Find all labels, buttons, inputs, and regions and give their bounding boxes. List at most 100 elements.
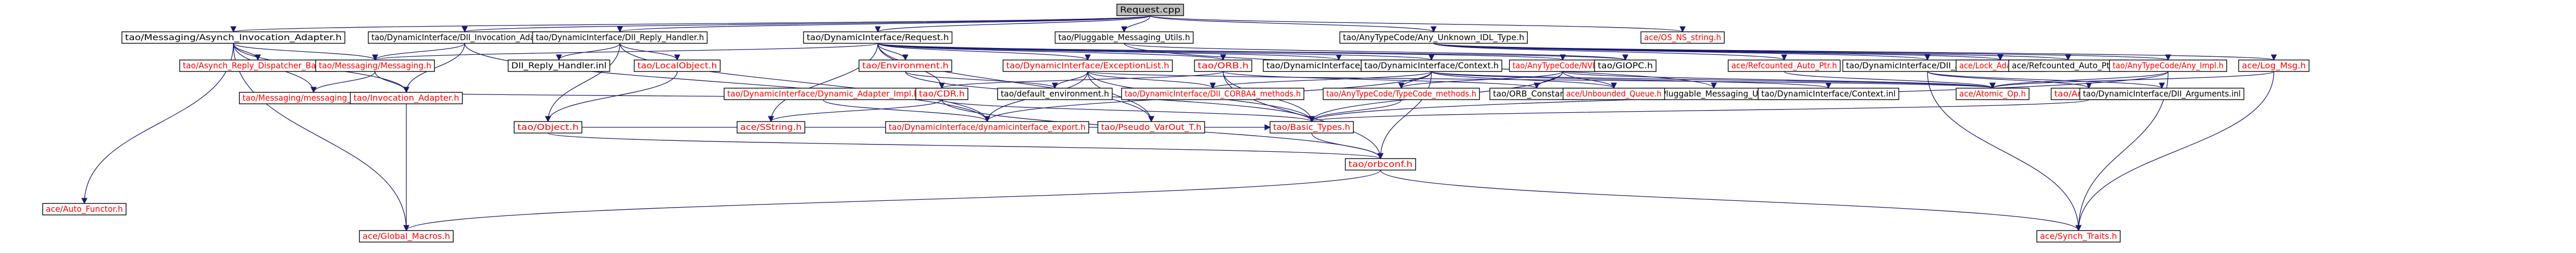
node-dynamic_adapter_impl[interactable]: tao/DynamicInterface/Dynamic_Adapter_Imp… (724, 88, 923, 100)
node-log_msg[interactable]: ace/Log_Msg.h (2238, 59, 2310, 72)
node-box[interactable] (1270, 121, 1354, 134)
node-typecode_methods[interactable]: tao/AnyTypeCode/TypeCode_methods.h (1323, 88, 1480, 100)
node-label: tao/orbconf.h (1349, 159, 1413, 169)
edge-context_h-to-atomic_op (1431, 71, 1996, 89)
node-box[interactable] (1361, 59, 1502, 72)
edge-object_h-to-orbconf (547, 132, 1384, 160)
node-label: tao/Environment.h (862, 61, 949, 70)
node-box[interactable] (315, 59, 435, 72)
node-dii_adapter[interactable]: tao/DynamicInterface/DII_Invocation_Adap… (368, 31, 562, 44)
node-dyn_export[interactable]: tao/DynamicInterface/dynamicinterface_ex… (885, 121, 1089, 134)
node-box[interactable] (532, 31, 708, 44)
edge-request_cpp-to-request_h (875, 15, 1151, 33)
node-asynch_reply_base[interactable]: tao/Asynch_Reply_Dispatcher_Base.h (179, 59, 337, 72)
node-box[interactable] (1640, 31, 1725, 44)
node-local_object[interactable]: tao/LocalObject.h (633, 59, 721, 72)
node-synch_traits[interactable]: ace/Synch_Traits.h (2036, 230, 2121, 243)
node-box[interactable] (885, 121, 1089, 134)
node-box[interactable] (2079, 88, 2245, 100)
node-box[interactable] (1727, 59, 1841, 72)
node-box[interactable] (1323, 88, 1480, 100)
node-label: tao/Messaging/Asynch_Invocation_Adapter.… (125, 32, 342, 43)
node-exception_list[interactable]: tao/DynamicInterface/ExceptionList.h (1002, 59, 1173, 72)
edge-basic_types-to-orbconf (1311, 132, 1384, 160)
node-invocation_adapter[interactable]: tao/Invocation_Adapter.h (350, 92, 463, 104)
node-box[interactable] (42, 203, 127, 215)
edge-cdr_h-to-sstring (768, 99, 942, 123)
node-orbconf[interactable]: tao/orbconf.h (1345, 158, 1416, 171)
node-box[interactable] (1116, 4, 1184, 16)
edge-typecode_methods-to-basic_types (1309, 99, 1402, 123)
node-giop_h[interactable]: tao/GIOPC.h (1594, 59, 1657, 72)
node-environment_h[interactable]: tao/Environment.h (858, 59, 952, 72)
node-box[interactable] (1054, 31, 1194, 44)
node-label: tao/Pluggable_Messaging_Utils.h (1059, 32, 1190, 43)
node-box[interactable] (350, 92, 463, 104)
node-label: tao/GIOPC.h (1598, 61, 1653, 70)
node-unbounded_queue[interactable]: ace/Unbounded_Queue.h (1562, 88, 1665, 100)
edge-exception_list-to-atomic_op (1087, 71, 1995, 89)
node-default_env[interactable]: tao/default_environment.h (997, 88, 1113, 100)
node-async_adapter[interactable]: tao/Messaging/Asynch_Invocation_Adapter.… (121, 31, 345, 44)
node-box[interactable] (1562, 88, 1665, 100)
node-context_inl[interactable]: tao/DynamicInterface/Context.inl (1758, 88, 1899, 100)
node-box[interactable] (1097, 121, 1205, 134)
node-box[interactable] (2238, 59, 2310, 72)
node-dii_arguments_inl[interactable]: tao/DynamicInterface/DII_Arguments.inl (2079, 88, 2245, 100)
node-label: ace/Refcounted_Auto_Ptr.inl (2012, 61, 2124, 71)
node-os_ns_string[interactable]: ace/OS_NS_string.h (1640, 31, 1725, 44)
node-box[interactable] (1121, 88, 1304, 100)
node-atomic_op[interactable]: ace/Atomic_Op.h (1956, 88, 2030, 100)
node-box[interactable] (737, 121, 805, 134)
node-box[interactable] (359, 230, 454, 243)
node-pluggable_utils_h[interactable]: tao/Pluggable_Messaging_Utils.h (1054, 31, 1194, 44)
node-box[interactable] (1339, 31, 1528, 44)
edge-request_cpp-to-os_ns_string (1150, 15, 1686, 33)
node-box[interactable] (121, 31, 345, 44)
node-any_impl[interactable]: tao/AnyTypeCode/Any_Impl.h (2109, 59, 2227, 72)
node-box[interactable] (1002, 59, 1173, 72)
node-box[interactable] (2036, 230, 2121, 243)
node-box[interactable] (803, 31, 953, 44)
edge-orb_h-to-orb_constants (1223, 71, 1540, 89)
edge-any_impl-to-atomic_op (1989, 71, 2169, 89)
edge-dii_reply_handler-to-dyn_export (619, 43, 990, 123)
node-global_macros[interactable]: ace/Global_Macros.h (359, 230, 454, 243)
node-box[interactable] (1758, 88, 1899, 100)
node-sstring[interactable]: ace/SString.h (737, 121, 805, 134)
node-dii_corba4[interactable]: tao/DynamicInterface/DII_CORBA4_methods.… (1121, 88, 1304, 100)
node-object_h[interactable]: tao/Object.h (514, 121, 582, 134)
node-refcounted_ptr_inl[interactable]: ace/Refcounted_Auto_Ptr.inl (2008, 59, 2128, 72)
node-dii_reply_handler[interactable]: tao/DynamicInterface/DII_Reply_Handler.h (532, 31, 708, 44)
node-box[interactable] (1956, 88, 2030, 100)
node-box[interactable] (633, 59, 721, 72)
node-label: tao/Object.h (517, 122, 579, 132)
node-unknown_idl[interactable]: tao/AnyTypeCode/Any_Unknown_IDL_Type.h (1339, 31, 1528, 44)
node-label: tao/Messaging/Messaging.h (319, 61, 431, 70)
node-request_cpp[interactable]: Request.cpp (1116, 4, 1184, 16)
node-auto_functor[interactable]: ace/Auto_Functor.h (42, 203, 127, 215)
node-messaging_h[interactable]: tao/Messaging/Messaging.h (315, 59, 435, 72)
node-box[interactable] (1345, 158, 1416, 171)
node-basic_types[interactable]: tao/Basic_Types.h (1270, 121, 1354, 134)
node-box[interactable] (1194, 59, 1252, 72)
node-pluggable_utils_inl[interactable]: tao/Pluggable_Messaging_Utils.inl (1641, 88, 1786, 100)
node-refcounted_ptr[interactable]: ace/Refcounted_Auto_Ptr.h (1727, 59, 1841, 72)
node-orb_h[interactable]: tao/ORB.h (1194, 59, 1252, 72)
node-box[interactable] (507, 59, 611, 72)
node-box[interactable] (997, 88, 1113, 100)
node-box[interactable] (514, 121, 582, 134)
node-context_h[interactable]: tao/DynamicInterface/Context.h (1361, 59, 1502, 72)
node-label: tao/DynamicInterface/DII_Arguments.inl (2083, 89, 2241, 99)
node-box[interactable] (915, 88, 968, 100)
node-dii_reply_inl[interactable]: DII_Reply_Handler.inl (507, 59, 611, 72)
node-box[interactable] (2109, 59, 2227, 72)
node-orb_constants[interactable]: tao/ORB_Constants.h (1489, 88, 1584, 100)
node-box[interactable] (1594, 59, 1657, 72)
node-box[interactable] (858, 59, 952, 72)
node-pseudo_var[interactable]: tao/Pseudo_VarOut_T.h (1097, 121, 1205, 134)
node-nvlist_h[interactable]: tao/AnyTypeCode/NVList.h (1509, 59, 1617, 72)
node-cdr_h[interactable]: tao/CDR.h (915, 88, 968, 100)
node-request_h[interactable]: tao/DynamicInterface/Request.h (803, 31, 953, 44)
edge-unknown_idl-to-log_msg (1433, 43, 2276, 61)
